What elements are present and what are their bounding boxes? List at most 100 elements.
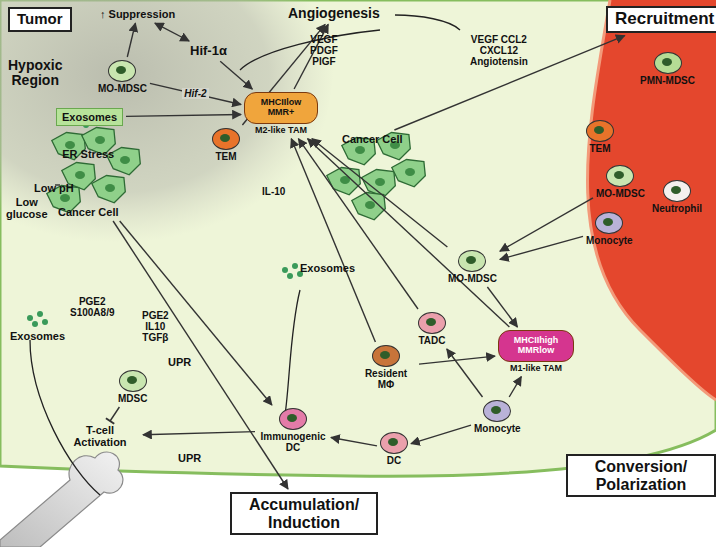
nucleus <box>375 178 385 186</box>
connector <box>150 83 241 104</box>
process-label: T-cell Activation <box>60 424 140 448</box>
node-text: Monocyte <box>474 423 521 434</box>
connector <box>126 115 241 117</box>
annotation: PGE2 IL10 TGFβ <box>142 310 169 343</box>
nucleus <box>287 414 297 422</box>
node-text: Cancer Cell <box>58 206 119 218</box>
cell-icon <box>119 370 147 392</box>
node-text: TEM <box>215 151 236 162</box>
connector <box>312 139 447 247</box>
nucleus <box>365 201 375 209</box>
node-text: Monocyte <box>586 235 633 246</box>
cell-icon <box>595 212 623 234</box>
nucleus <box>75 171 85 179</box>
m2-tam-cell: MHCIIlow MMR+ M2-like TAM <box>244 92 318 136</box>
node-text: Cancer Cell <box>342 133 403 145</box>
connector <box>298 139 418 309</box>
nucleus <box>116 66 126 74</box>
annotation: Exosomes <box>300 262 355 274</box>
node-text: MDSC <box>118 393 147 404</box>
annotation: PGE2 S100A8/9 <box>70 296 114 318</box>
mo-mdsc-cell: MO-MDSC <box>596 165 645 199</box>
nucleus <box>671 186 681 194</box>
nucleus <box>105 184 115 192</box>
annotation: Low pH <box>34 182 74 194</box>
connector <box>447 349 483 397</box>
bone <box>0 452 123 547</box>
connector <box>220 61 252 89</box>
cell-icon <box>418 312 446 334</box>
node-text: T-cell Activation <box>60 424 140 448</box>
node-text: DC <box>387 455 401 466</box>
node-text: Recruitment <box>615 10 714 29</box>
exosome-box: Exosomes <box>56 108 123 126</box>
cancer-cell-shape <box>392 160 426 187</box>
node-text: MO-MDSC <box>448 273 497 284</box>
node-text: MHCIIhigh MMRlow <box>498 330 574 362</box>
region-title: Tumor <box>8 7 72 32</box>
dc-cell: Immunogenic DC <box>258 408 328 453</box>
annotation: UPR <box>178 452 201 464</box>
mo-mdsc-cell: MO-MDSC <box>448 250 497 284</box>
cell-icon <box>108 60 136 82</box>
tem-cell: TEM <box>586 120 614 154</box>
tumor-region <box>0 0 716 476</box>
process-label: Angiogenesis <box>288 6 380 21</box>
node-text: M2-like TAM <box>255 126 307 136</box>
node-text: ER Stress <box>62 148 114 160</box>
nucleus <box>466 256 476 264</box>
connector <box>509 377 521 397</box>
node-text: MO-MDSC <box>98 83 147 94</box>
connector <box>411 425 471 444</box>
tadc-cell: TADC <box>418 312 446 346</box>
connector <box>143 432 255 435</box>
node-text: Neutrophil <box>652 203 702 214</box>
cell-icon <box>483 400 511 422</box>
connector <box>155 23 189 41</box>
node-text: MO-MDSC <box>596 188 645 199</box>
connector <box>500 236 583 259</box>
node-text: Exosomes <box>62 111 117 123</box>
nucleus <box>426 318 436 326</box>
connector <box>331 438 377 446</box>
cell-icon <box>606 165 634 187</box>
dc-cell: DC <box>380 432 408 466</box>
annotation: VEGF PDGF PlGF <box>310 34 338 67</box>
stage-title: Conversion/ Polarization <box>566 454 716 497</box>
node-text: Immunogenic DC <box>258 431 328 453</box>
monocyte-cell: Monocyte <box>474 400 521 434</box>
effect-label: ↑ Suppression <box>100 8 175 20</box>
cell-icon <box>372 345 400 367</box>
node-text: ↑ Suppression <box>100 8 175 20</box>
node-text: MHCIIlow MMR+ <box>244 92 318 124</box>
hypoxic-region <box>0 0 334 255</box>
neutrophil-cell: Neutrophil <box>652 180 702 214</box>
cell-icon <box>212 128 240 150</box>
cell-icon <box>380 432 408 454</box>
nucleus <box>60 194 70 202</box>
nucleus <box>388 438 398 446</box>
mo-mdsc-cell: MO-MDSC <box>98 60 147 94</box>
tem-cell: TEM <box>212 128 240 162</box>
annotation: VEGF CCL2 CXCL12 Angiotensin <box>470 34 528 67</box>
node-text: PMN-MDSC <box>640 75 695 86</box>
annotation: Low glucose <box>6 196 48 220</box>
nucleus <box>594 126 604 134</box>
annotation: UPR <box>168 356 191 368</box>
node-text: Conversion/ Polarization <box>575 458 707 493</box>
stage-title: Accumulation/ Induction <box>230 492 378 535</box>
nucleus <box>127 376 137 384</box>
connector <box>127 23 135 57</box>
vessel-wall <box>588 0 716 400</box>
cell-icon <box>458 250 486 272</box>
monocyte-cell: Monocyte <box>586 212 633 246</box>
node-text: Accumulation/ Induction <box>239 496 369 531</box>
m1-tam-cell: MHCIIhigh MMRlowM1-like TAM <box>498 330 574 374</box>
connector <box>500 198 593 251</box>
cancer-cell-shape <box>92 176 126 203</box>
annotation: IL-10 <box>262 186 285 197</box>
blood-vessel <box>588 0 716 400</box>
nucleus <box>355 146 365 154</box>
nucleus <box>380 351 390 359</box>
factor-label: Hif-1α <box>190 44 227 58</box>
